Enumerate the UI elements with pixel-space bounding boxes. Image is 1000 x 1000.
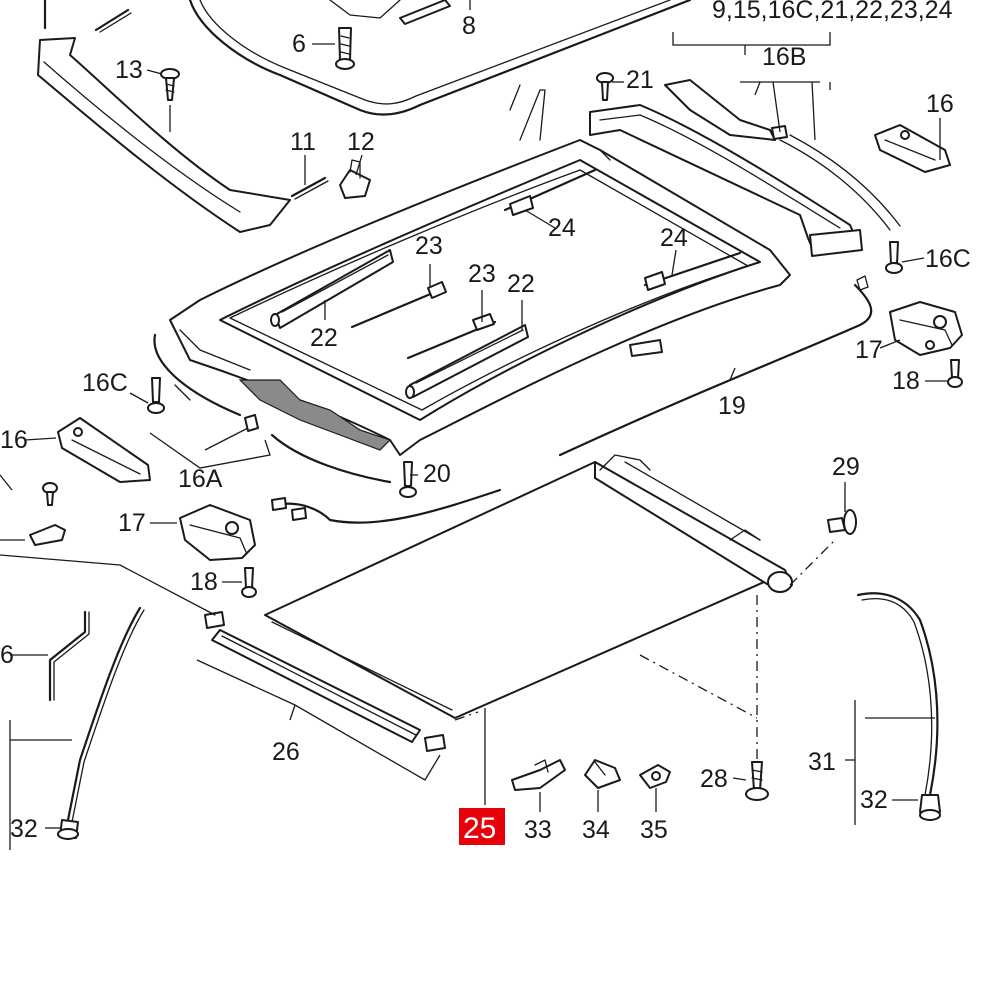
screw-part-left-small[interactable] [42, 482, 58, 506]
rail-assembly-part-16B[interactable] [589, 79, 901, 257]
label-part-24-top: 24 [548, 214, 576, 242]
label-part-6-lower: 6 [0, 641, 14, 669]
label-part-17-left: 17 [118, 509, 146, 537]
label-part-16A: 16A [178, 465, 223, 493]
label-part-18-left: 18 [190, 568, 218, 596]
label-part-16-left: 16 [0, 426, 28, 454]
label-part-6-top: 6 [292, 30, 306, 58]
label-part-11: 11 [290, 128, 316, 156]
motor-part-17-left[interactable] [179, 504, 256, 561]
screw-part-18-right[interactable] [947, 359, 963, 388]
sun-blind-part-25[interactable] [264, 454, 793, 719]
label-part-26: 26 [272, 738, 300, 766]
label-part-12: 12 [347, 128, 375, 156]
label-part-33: 33 [524, 816, 552, 844]
label-part-19: 19 [718, 392, 746, 420]
label-part-23-right: 23 [468, 260, 496, 288]
screw-part-16C-right[interactable] [885, 241, 903, 274]
cable-part-24-top[interactable] [503, 168, 597, 216]
bracket-part-16-left[interactable] [57, 417, 151, 483]
drain-hose-part-31-right[interactable] [856, 592, 939, 797]
valve-part-32-left[interactable] [57, 819, 79, 840]
sunroof-frame-part[interactable] [169, 84, 791, 456]
leader-lines [0, 0, 947, 850]
screw-part-6-top[interactable] [335, 27, 355, 70]
clip-part-33[interactable] [511, 759, 566, 791]
cable-part-23-right[interactable] [406, 313, 497, 360]
clip-part-left-small[interactable] [29, 524, 66, 546]
label-part-22-right: 22 [507, 270, 535, 298]
pin-part-top[interactable] [94, 8, 132, 33]
label-part-18-right: 18 [892, 367, 920, 395]
clip-part-12[interactable] [339, 159, 371, 199]
label-part-29: 29 [832, 453, 860, 481]
screw-part-21[interactable] [596, 72, 614, 101]
label-part-17-right: 17 [855, 336, 883, 364]
label-part-16B: 16B [762, 43, 806, 71]
rail-part-26[interactable] [204, 611, 446, 752]
label-part-16C-right: 16C [925, 245, 971, 273]
label-part-32-right: 32 [860, 786, 888, 814]
guide-rail-part-left[interactable] [270, 249, 394, 329]
valve-part-32-right[interactable] [919, 794, 941, 821]
motor-part-17-right[interactable] [889, 301, 963, 356]
glass-panel-seal-part[interactable] [188, 0, 692, 116]
screw-part-29[interactable] [827, 509, 857, 535]
rod-part-11[interactable] [290, 176, 329, 200]
screw-part-13[interactable] [160, 68, 180, 101]
label-part-16C-left: 16C [82, 369, 128, 397]
label-part-8: 8 [462, 12, 476, 40]
guide-rail-part-right[interactable] [405, 324, 529, 399]
label-part-20: 20 [423, 460, 451, 488]
highlight-box-part-25 [459, 808, 505, 845]
clip-part-35[interactable] [639, 764, 671, 789]
cable-part-24-right[interactable] [643, 251, 742, 291]
label-part-25: 25 [463, 812, 496, 845]
label-part-35: 35 [640, 816, 668, 844]
clip-part-34[interactable] [584, 759, 621, 789]
screw-part-16C-left[interactable] [147, 377, 165, 414]
wiring-part[interactable] [271, 488, 502, 524]
seal-strip-part-16A[interactable] [153, 333, 392, 484]
label-part-28: 28 [700, 765, 728, 793]
trim-strip-part[interactable] [37, 0, 291, 233]
label-part-24-right: 24 [660, 224, 688, 252]
label-part-23-left: 23 [415, 232, 443, 260]
label-part-34: 34 [582, 816, 610, 844]
drain-hose-part-19[interactable] [558, 275, 873, 457]
label-part-22-left: 22 [310, 324, 338, 352]
assembly-guide-lines [0, 539, 836, 760]
screw-part-28[interactable] [745, 761, 769, 801]
rod-part-6-lower[interactable] [48, 610, 90, 702]
label-part-9-group: 9,15,16C,21,22,23,24 [712, 0, 953, 24]
screw-part-18-left[interactable] [241, 567, 257, 598]
label-part-31: 31 [808, 748, 836, 776]
label-part-13: 13 [115, 56, 143, 84]
label-part-16-right: 16 [926, 90, 954, 118]
drain-hose-part-31-left[interactable] [66, 606, 145, 823]
label-part-32-left: 32 [10, 815, 38, 843]
screw-part-20[interactable] [399, 461, 417, 498]
bracket-part-16-right[interactable] [874, 124, 951, 173]
label-part-21: 21 [626, 66, 654, 94]
part-labels: 9,15,16C,21,22,23,24 16B 21 16 13 6 8 11… [0, 0, 971, 845]
cable-part-23-left[interactable] [350, 281, 447, 329]
